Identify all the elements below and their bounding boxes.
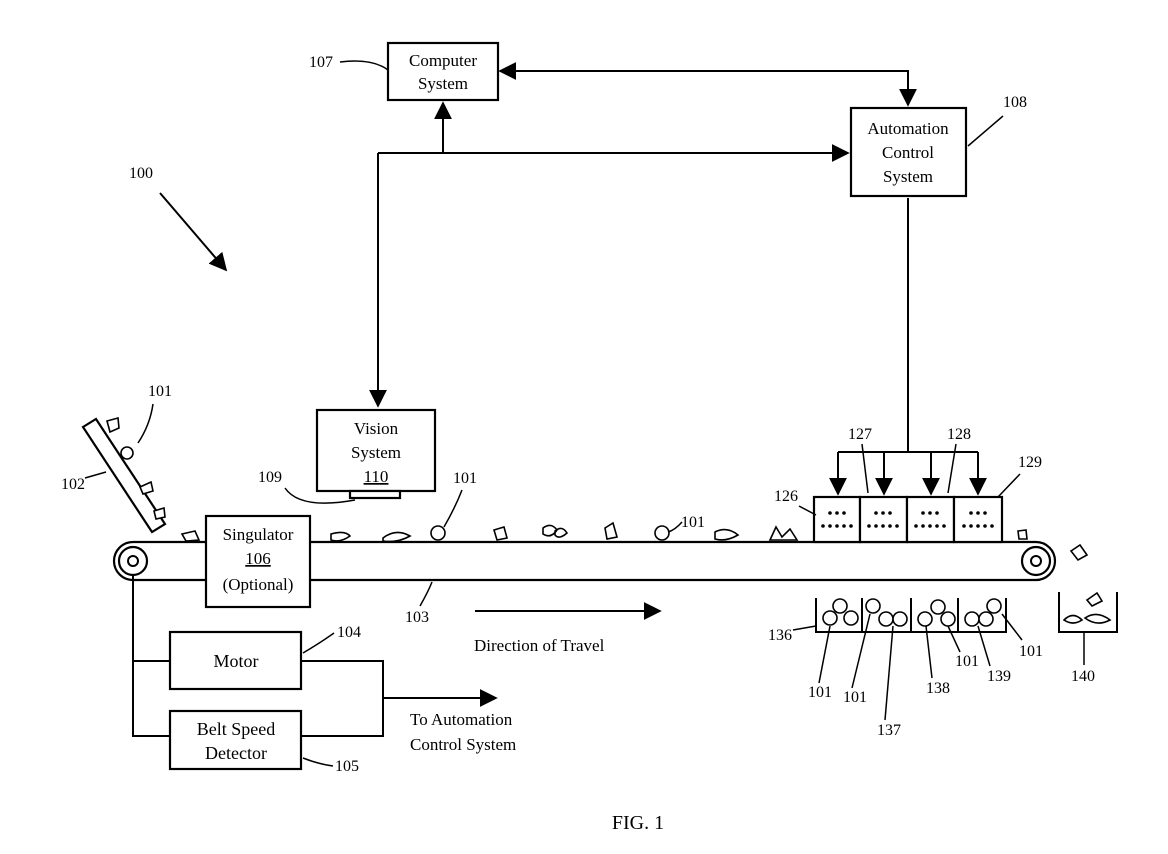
direction-label: Direction of Travel	[474, 636, 605, 655]
bin-material-leader-1	[818, 625, 831, 684]
computer-system-label-2: System	[418, 74, 468, 93]
computer-automation-link	[498, 62, 917, 107]
automation-leader	[967, 115, 1004, 147]
automation-label-1: Automation	[867, 119, 949, 138]
computer-system-label-1: Computer	[409, 51, 477, 70]
belt-material-ref-1: 101	[453, 470, 477, 487]
automation-label-2: Control	[882, 143, 934, 162]
motor-label: Motor	[214, 651, 259, 671]
belt-speed-detector-block: Belt Speed Detector	[168, 709, 303, 771]
bin-material-leader-4	[1001, 613, 1023, 641]
sort-bins	[815, 543, 1118, 633]
bin-ref-139: 139	[987, 668, 1011, 685]
bin-material-leader-3	[947, 625, 961, 653]
singulator-label-3: (Optional)	[223, 575, 294, 594]
actuator-ref-127: 127	[848, 426, 872, 443]
belt-speed-ref: 105	[335, 758, 359, 775]
to-automation-label-2: Control System	[410, 735, 516, 754]
conveyor-leader	[419, 581, 433, 607]
belt-speed-label-1: Belt Speed	[197, 719, 276, 739]
bin-ref-137: 137	[877, 722, 901, 739]
feeder-material-leader	[137, 403, 154, 444]
vision-label-2: System	[351, 443, 401, 462]
vision-sensor	[348, 489, 402, 500]
bin-material-ref-4: 101	[1019, 643, 1043, 660]
feeder-material-ref: 101	[148, 383, 172, 400]
belt-objects	[180, 521, 1028, 543]
motor-block: Motor	[168, 630, 303, 691]
actuator-leader-128	[947, 443, 957, 494]
motor-ref: 104	[337, 624, 361, 641]
singulator-block: Singulator 106 (Optional)	[204, 514, 312, 609]
signal-merge-line	[301, 660, 384, 737]
bin-material-leader-2	[851, 613, 871, 689]
actuator-ref-126: 126	[774, 488, 798, 505]
belt-speed-label-2: Detector	[205, 743, 267, 763]
bin-leader-137	[884, 625, 894, 721]
vision-system-block: Vision System 110	[315, 408, 437, 500]
bin-ref-140: 140	[1071, 668, 1095, 685]
actuator-ref-128: 128	[947, 426, 971, 443]
computer-system-leader	[339, 60, 389, 71]
actuator-leader-129	[997, 473, 1021, 498]
figure-caption: FIG. 1	[612, 812, 664, 834]
automation-label-3: System	[883, 167, 933, 186]
belt-material-ref-2: 101	[681, 514, 705, 531]
conveyor-ref: 103	[405, 609, 429, 626]
automation-control-block: Automation Control System	[849, 106, 968, 198]
system-ref: 100	[129, 165, 153, 182]
pulley-drive-line	[132, 575, 170, 737]
feeder-leader	[84, 471, 107, 479]
belt-speed-leader	[302, 757, 334, 767]
bin-ref-136: 136	[768, 627, 792, 644]
bin-leader-139	[977, 625, 991, 667]
bin-leader-138	[925, 625, 933, 679]
actuator-ref-129: 129	[1018, 454, 1042, 471]
singulator-ref-inline: 106	[245, 549, 271, 568]
conveyor-belt	[112, 540, 1057, 582]
computer-system-ref: 107	[309, 54, 333, 71]
vision-sensor-leader	[284, 487, 356, 504]
to-automation-label-1: To Automation	[410, 710, 513, 729]
vision-sensor-ref: 109	[258, 469, 282, 486]
vision-ref-inline: 110	[364, 467, 389, 486]
actuator-array	[812, 495, 1004, 544]
belt-material-leader-2	[667, 521, 683, 533]
bin-material-ref-3: 101	[955, 653, 979, 670]
belt-material-leader-1	[443, 489, 463, 528]
feeder-chute	[81, 416, 167, 534]
motor-leader	[302, 632, 335, 654]
bin-leader-136	[792, 625, 817, 631]
bin-ref-138: 138	[926, 680, 950, 697]
system-ref-arrow	[159, 192, 228, 272]
vision-label-1: Vision	[354, 419, 399, 438]
computer-system-block: Computer System	[386, 41, 500, 102]
bin-material-ref-1: 101	[808, 684, 832, 701]
feeder-ref: 102	[61, 476, 85, 493]
automation-ref: 108	[1003, 94, 1027, 111]
actuator-leader-127	[861, 443, 869, 494]
singulator-label-1: Singulator	[223, 525, 294, 544]
actuator-leader-126	[798, 505, 817, 516]
bin-material-ref-2: 101	[843, 689, 867, 706]
